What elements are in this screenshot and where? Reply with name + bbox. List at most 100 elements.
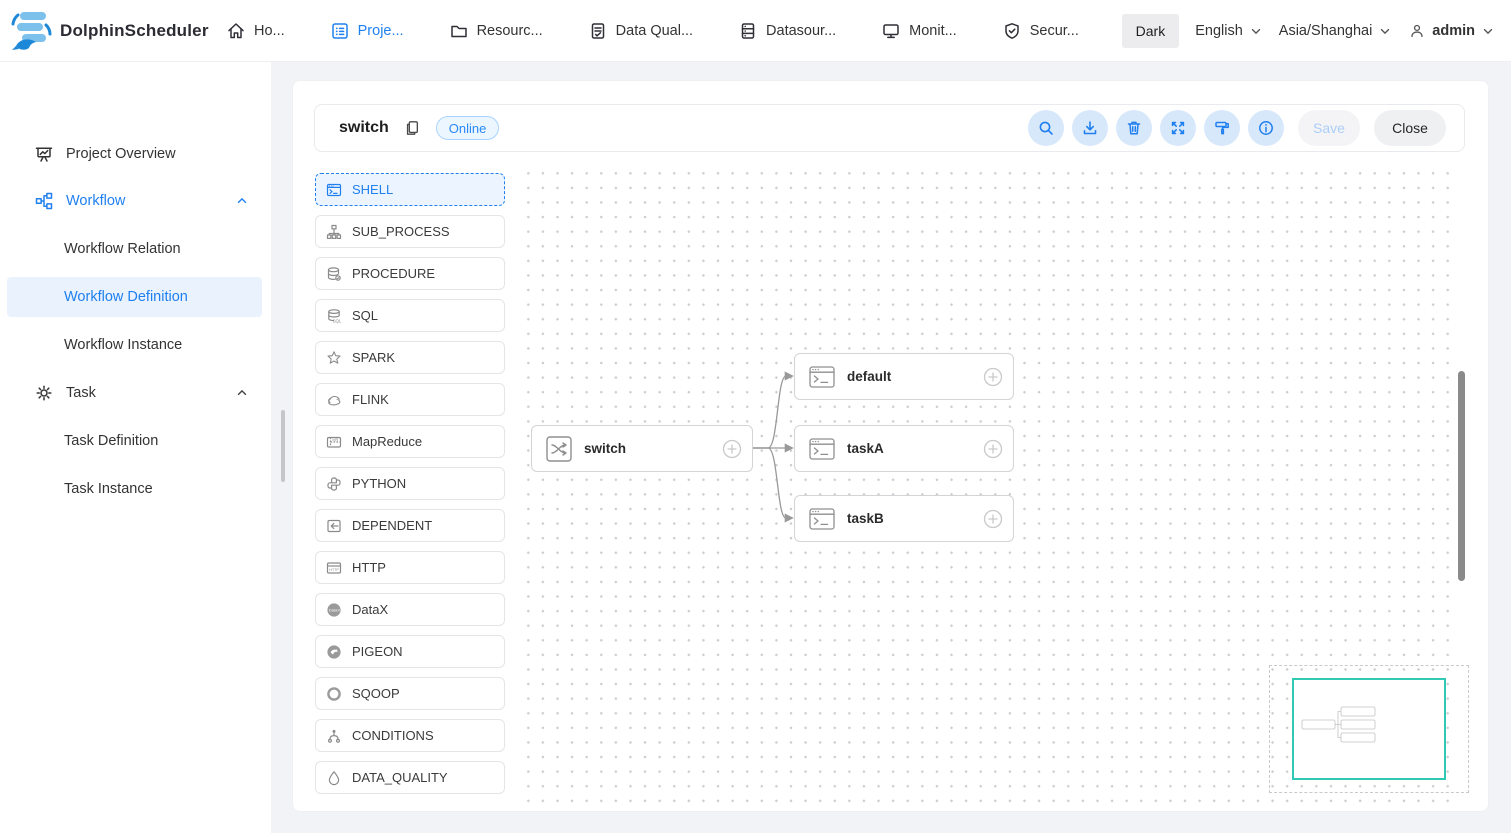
dolphinscheduler-logo-icon bbox=[10, 8, 54, 54]
toolbox-item-flink[interactable]: FLINK bbox=[315, 383, 505, 416]
sidebar-item-label: Workflow bbox=[66, 193, 126, 209]
delete-button[interactable] bbox=[1116, 110, 1152, 146]
shell-task-icon bbox=[809, 365, 835, 388]
nav-item-data-quality[interactable]: Data Qual... bbox=[588, 21, 693, 41]
toolbox-item-datax[interactable]: DataX DataX bbox=[315, 593, 505, 626]
node-plus-icon[interactable] bbox=[983, 509, 1003, 529]
nav-item-datasource[interactable]: Datasour... bbox=[738, 21, 836, 41]
sidebar-item-label: Task bbox=[66, 385, 96, 401]
chevron-down-icon bbox=[1249, 24, 1263, 38]
toolbox-item-shell[interactable]: SHELL bbox=[315, 173, 505, 206]
sidebar-item-task-instance[interactable]: Task Instance bbox=[0, 469, 271, 509]
timezone-value: Asia/Shanghai bbox=[1278, 23, 1373, 39]
spark-star-icon bbox=[326, 350, 342, 366]
dag-node-taskA[interactable]: taskA bbox=[794, 425, 1014, 472]
project-icon bbox=[330, 21, 350, 41]
toolbox-item-sub-process[interactable]: SUB_PROCESS bbox=[315, 215, 505, 248]
http-icon: HTTP bbox=[326, 560, 342, 576]
dependent-icon bbox=[326, 518, 342, 534]
node-plus-icon[interactable] bbox=[983, 439, 1003, 459]
nav-item-home[interactable]: Ho... bbox=[226, 21, 285, 41]
toolbox-item-label: PROCEDURE bbox=[352, 266, 436, 281]
toolbox-item-http[interactable]: HTTP HTTP bbox=[315, 551, 505, 584]
project-overview-icon bbox=[34, 144, 54, 164]
toolbox-item-mapreduce[interactable]: MR MapReduce bbox=[315, 425, 505, 458]
minimap-viewport[interactable] bbox=[1292, 678, 1446, 780]
toolbox-item-label: SHELL bbox=[352, 182, 394, 197]
nav-item-label: Monit... bbox=[909, 23, 957, 39]
sql-icon: SQL bbox=[326, 308, 342, 324]
nav-item-security[interactable]: Secur... bbox=[1002, 21, 1079, 41]
toolbox-item-label: PYTHON bbox=[352, 476, 407, 491]
user-icon bbox=[1408, 22, 1426, 40]
toolbox-item-label: DATA_QUALITY bbox=[352, 770, 448, 785]
dag-node-taskB[interactable]: taskB bbox=[794, 495, 1014, 542]
toolbox-item-spark[interactable]: SPARK bbox=[315, 341, 505, 374]
shell-task-icon bbox=[809, 437, 835, 460]
format-button[interactable] bbox=[1204, 110, 1240, 146]
svg-text:MR: MR bbox=[332, 438, 338, 442]
download-icon bbox=[1083, 121, 1097, 135]
node-plus-icon[interactable] bbox=[722, 439, 742, 459]
toolbox-item-python[interactable]: PYTHON bbox=[315, 467, 505, 500]
dag-node-switch[interactable]: switch bbox=[531, 425, 753, 472]
download-button[interactable] bbox=[1072, 110, 1108, 146]
nav-right-controls: Dark English Asia/Shanghai admin bbox=[1121, 0, 1495, 62]
toolbox-item-procedure[interactable]: PROCEDURE bbox=[315, 257, 505, 290]
sidebar-item-workflow-instance[interactable]: Workflow Instance bbox=[0, 325, 271, 365]
pigeon-icon bbox=[326, 644, 342, 660]
dag-node-label: switch bbox=[584, 441, 627, 456]
sidebar-item-label: Project Overview bbox=[66, 146, 176, 162]
theme-toggle-button[interactable]: Dark bbox=[1121, 14, 1180, 48]
brand-name: DolphinScheduler bbox=[60, 21, 209, 40]
svg-text:SQL: SQL bbox=[333, 318, 342, 323]
close-button[interactable]: Close bbox=[1374, 110, 1446, 146]
toolbox-item-pigeon[interactable]: PIGEON bbox=[315, 635, 505, 668]
user-menu[interactable]: admin bbox=[1408, 22, 1495, 40]
sidebar-item-task[interactable]: Task bbox=[0, 373, 271, 413]
dag-node-default[interactable]: default bbox=[794, 353, 1014, 400]
fullscreen-button[interactable] bbox=[1160, 110, 1196, 146]
toolbox-item-sql[interactable]: SQL SQL bbox=[315, 299, 505, 332]
chevron-up-icon bbox=[235, 194, 249, 208]
toolbox-item-label: DataX bbox=[352, 602, 389, 617]
toolbox-item-conditions[interactable]: CONDITIONS bbox=[315, 719, 505, 752]
timezone-select[interactable]: Asia/Shanghai bbox=[1279, 23, 1393, 39]
procedure-icon bbox=[326, 266, 342, 282]
toolbox-item-data-quality[interactable]: DATA_QUALITY bbox=[315, 761, 505, 794]
toolbox-item-label: MapReduce bbox=[352, 434, 423, 449]
toolbox-item-dependent[interactable]: DEPENDENT bbox=[315, 509, 505, 542]
node-plus-icon[interactable] bbox=[983, 367, 1003, 387]
dag-node-label: default bbox=[847, 369, 892, 384]
nav-item-monitor[interactable]: Monit... bbox=[881, 21, 957, 41]
data-quality-icon bbox=[588, 21, 608, 41]
top-navbar: DolphinScheduler Ho... Proje... bbox=[0, 0, 1511, 62]
canvas-scrollbar[interactable] bbox=[1458, 371, 1465, 581]
chevron-down-icon bbox=[1481, 24, 1495, 38]
sqoop-icon bbox=[326, 686, 342, 702]
home-icon bbox=[226, 21, 246, 41]
chevron-up-icon bbox=[235, 386, 249, 400]
sidebar-item-workflow-definition[interactable]: Workflow Definition bbox=[0, 277, 271, 317]
minimap-dag-preview bbox=[1301, 706, 1376, 743]
brand[interactable]: DolphinScheduler bbox=[10, 6, 209, 56]
info-button[interactable] bbox=[1248, 110, 1284, 146]
sidebar-item-workflow-relation[interactable]: Workflow Relation bbox=[0, 229, 271, 269]
nav-item-resources[interactable]: Resourc... bbox=[449, 21, 543, 41]
toolbox-item-sqoop[interactable]: SQOOP bbox=[315, 677, 505, 710]
nav-item-project[interactable]: Proje... bbox=[330, 21, 404, 41]
sidebar-item-task-definition[interactable]: Task Definition bbox=[0, 421, 271, 461]
sidebar-item-project-overview[interactable]: Project Overview bbox=[0, 134, 271, 174]
toolbox-item-label: SUB_PROCESS bbox=[352, 224, 450, 239]
save-button[interactable]: Save bbox=[1298, 110, 1360, 146]
toolbox-item-label: SQOOP bbox=[352, 686, 400, 701]
language-select[interactable]: English bbox=[1195, 23, 1263, 39]
sidebar-item-workflow[interactable]: Workflow bbox=[0, 181, 271, 221]
search-button[interactable] bbox=[1028, 110, 1064, 146]
nav-item-label: Data Qual... bbox=[615, 23, 694, 39]
shell-icon bbox=[326, 182, 342, 198]
workflow-editor-panel: switch Online bbox=[292, 80, 1489, 812]
toolbox-item-label: CONDITIONS bbox=[352, 728, 434, 743]
sidebar-scrollbar[interactable] bbox=[281, 410, 285, 482]
copy-icon[interactable] bbox=[404, 119, 420, 137]
